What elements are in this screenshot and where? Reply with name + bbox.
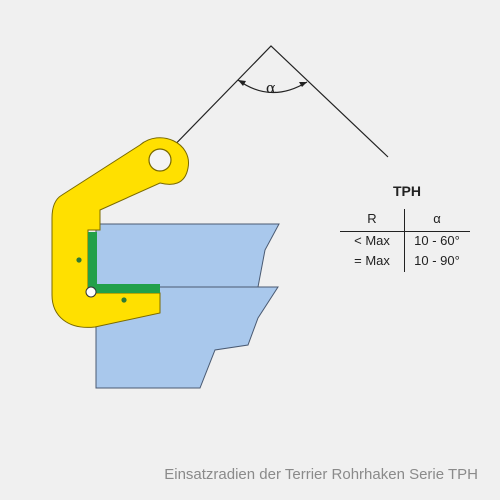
arrow-left [238,80,246,86]
bolt-icon [121,297,127,303]
spec-grid: R α < Max 10 - 60° = Max 10 - 90° [340,209,470,272]
table-horizontal-rule [340,231,470,232]
pivot-pin-icon [148,148,172,172]
table-vertical-rule [404,209,405,272]
jaw-horizontal [88,284,160,293]
row-2-angle: 10 - 90° [414,253,460,268]
material-upper [95,223,280,288]
arrow-right [299,82,307,87]
header-radius: R [367,211,377,226]
row-1-radius: < Max [354,233,390,248]
suspension-line [159,45,389,161]
caption: Einsatzradien der Terrier Rohrhaken Seri… [164,466,478,483]
jaw-vertical [88,232,97,293]
jaw-pivot [85,286,97,298]
clamp-hook [51,137,189,328]
header-angle: α [433,211,441,226]
row-2-radius: = Max [354,253,390,268]
spec-table: TPH R α < Max 10 - 60° = Max 10 - 90° [340,183,470,272]
row-1-angle: 10 - 60° [414,233,460,248]
bolt-icon [76,257,82,263]
spec-title: TPH [393,183,421,199]
angle-label: α [266,79,276,97]
